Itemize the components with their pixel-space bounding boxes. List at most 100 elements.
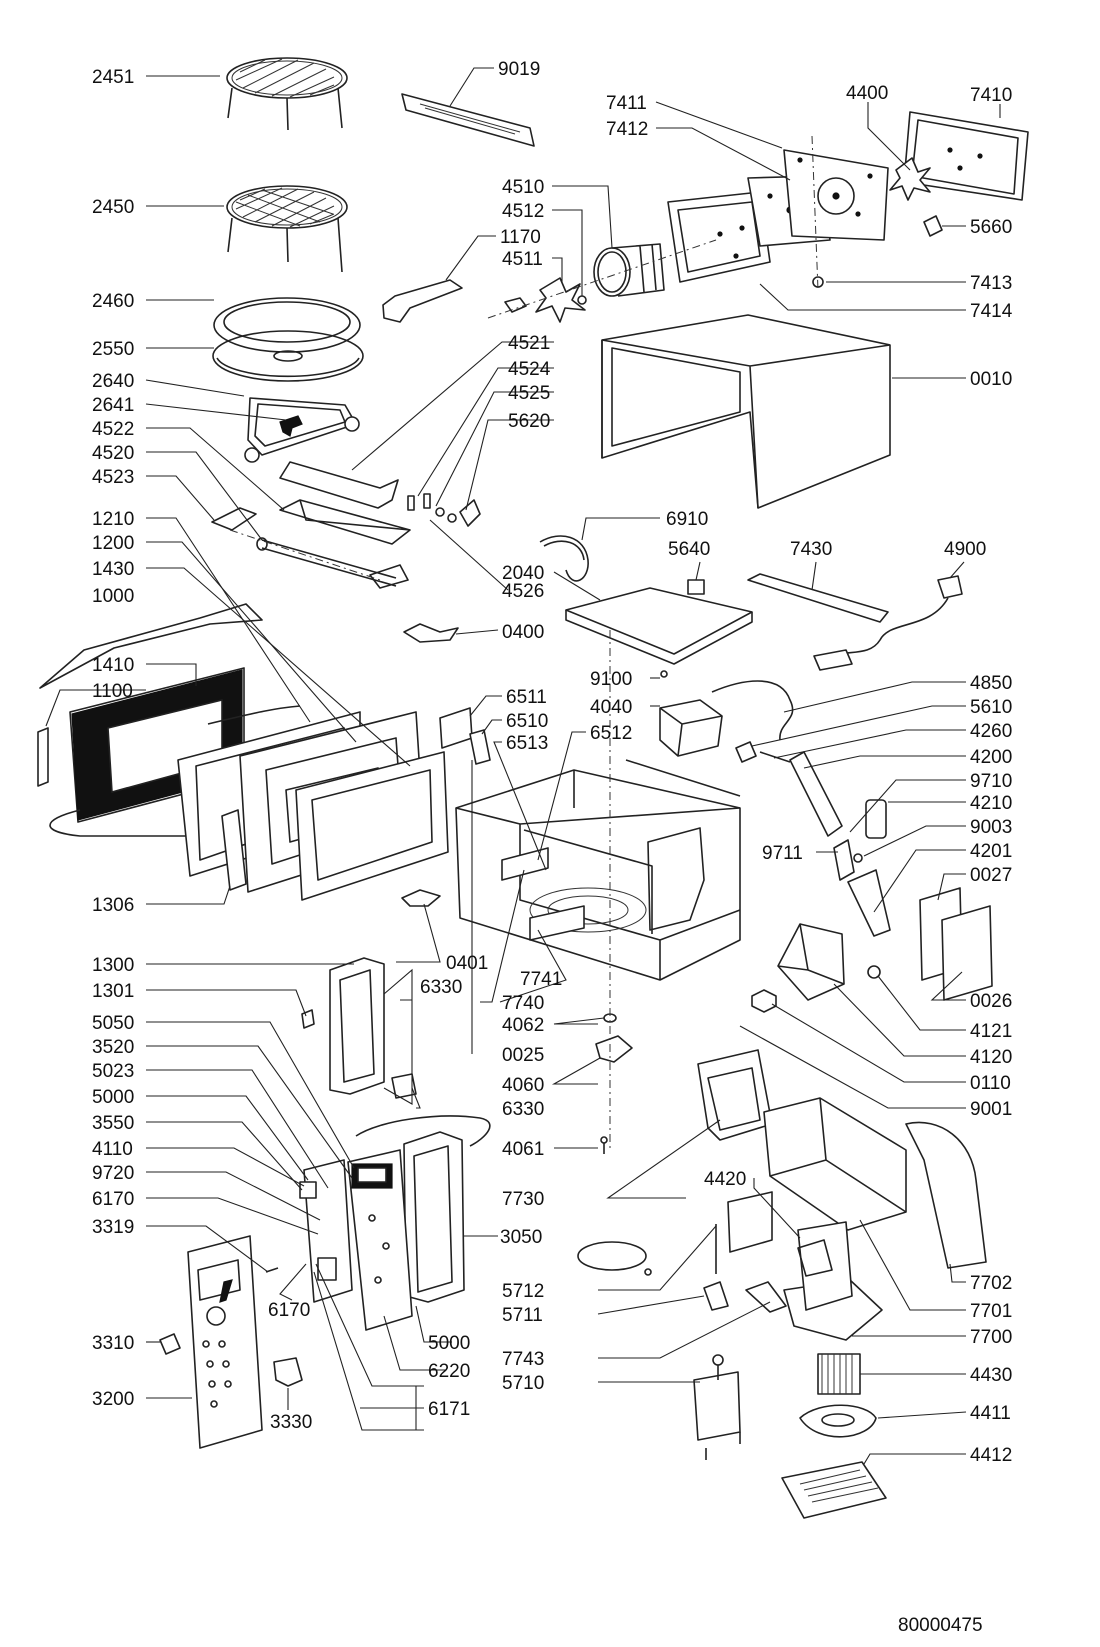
part-number-labels: 2451 2450 2460 2550 2640 2641 4522 4520 … xyxy=(92,59,1013,1636)
part-7743-clip xyxy=(745,1281,787,1313)
label-7743: 7743 xyxy=(502,1349,544,1370)
part-1300-control-bracket xyxy=(329,957,385,1095)
leader-lines xyxy=(45,67,1001,1465)
label-6170-a: 6170 xyxy=(92,1189,134,1210)
part-9711-bracket xyxy=(833,839,855,881)
part-2550-glass-tray xyxy=(212,330,364,382)
label-5023: 5023 xyxy=(92,1061,134,1082)
label-0400: 0400 xyxy=(502,622,544,643)
part-4121-nut xyxy=(867,965,881,979)
label-6220: 6220 xyxy=(428,1361,470,1382)
label-4121: 4121 xyxy=(970,1021,1012,1042)
part-4040-transformer xyxy=(659,699,723,757)
label-6170-b: 6170 xyxy=(268,1300,310,1321)
part-4210-capacitor xyxy=(865,799,887,839)
part-7702-cover xyxy=(905,1121,987,1269)
part-4110-board xyxy=(299,1159,353,1303)
part-4420-window xyxy=(727,1191,773,1253)
label-9711: 9711 xyxy=(762,843,803,864)
part-1430-choke-frame xyxy=(295,751,449,901)
label-0110: 0110 xyxy=(970,1073,1011,1094)
part-6510-switch xyxy=(469,729,491,765)
label-4430: 4430 xyxy=(970,1365,1012,1386)
label-6330-a: 6330 xyxy=(420,977,462,998)
part-7414-plate xyxy=(667,191,771,283)
label-2640: 2640 xyxy=(92,371,134,392)
part-0010-cabinet xyxy=(601,314,891,509)
label-7701: 7701 xyxy=(970,1301,1012,1322)
part-4120-magnetron xyxy=(777,923,845,1001)
label-4120: 4120 xyxy=(970,1047,1012,1068)
label-1430: 1430 xyxy=(92,559,134,580)
part-5710-thermostat xyxy=(693,1354,741,1460)
label-4900: 4900 xyxy=(944,539,986,560)
label-0025: 0025 xyxy=(502,1045,544,1066)
label-4060: 4060 xyxy=(502,1075,544,1096)
label-4521: 4521 xyxy=(508,333,550,354)
assembly-arrow xyxy=(355,1115,491,1147)
label-0010: 0010 xyxy=(970,369,1012,390)
centerline-fan-cover xyxy=(811,135,819,291)
part-4850-cable xyxy=(711,680,794,741)
part-4061-screw xyxy=(600,1136,608,1154)
part-4522-reflector xyxy=(279,499,411,545)
label-4510: 4510 xyxy=(502,177,544,198)
parts-4524-4525-4526-5620-small xyxy=(407,493,481,527)
label-9100: 9100 xyxy=(590,669,632,690)
label-4210: 4210 xyxy=(970,793,1012,814)
label-5712: 5712 xyxy=(502,1281,544,1302)
label-7412: 7412 xyxy=(606,119,648,140)
label-6171: 6171 xyxy=(428,1399,470,1420)
part-4201-holder xyxy=(847,869,891,937)
label-4523: 4523 xyxy=(92,467,134,488)
label-7414: 7414 xyxy=(970,301,1013,322)
part-7430-strip xyxy=(747,573,889,623)
label-1301: 1301 xyxy=(92,981,134,1002)
label-1300: 1300 xyxy=(92,955,134,976)
label-3550: 3550 xyxy=(92,1113,134,1134)
label-9710: 9710 xyxy=(970,771,1012,792)
part-1306-hinge xyxy=(221,809,247,891)
part-4411-gasket xyxy=(799,1404,877,1438)
label-1210: 1210 xyxy=(92,509,134,530)
label-7430: 7430 xyxy=(790,539,832,560)
label-0027: 0027 xyxy=(970,865,1012,886)
label-5640: 5640 xyxy=(668,539,710,560)
part-0025-cavity xyxy=(455,759,741,981)
label-4411: 4411 xyxy=(970,1403,1011,1424)
part-5711-holder xyxy=(703,1224,729,1311)
label-4040: 4040 xyxy=(590,697,632,718)
part-0401-bracket xyxy=(401,889,441,907)
part-4511-fan xyxy=(504,277,587,323)
centerline-heater xyxy=(229,529,381,581)
label-5000-b: 5000 xyxy=(428,1333,470,1354)
label-4062: 4062 xyxy=(502,1015,544,1036)
label-6511: 6511 xyxy=(506,687,547,708)
part-1301-clip xyxy=(301,1009,315,1029)
parts-drawings xyxy=(37,57,1029,1519)
label-4200: 4200 xyxy=(970,747,1012,768)
part-9100-screw xyxy=(660,670,668,678)
label-1306: 1306 xyxy=(92,895,134,916)
part-4200-capacitor xyxy=(789,751,843,837)
label-4511: 4511 xyxy=(502,249,543,270)
part-1000-door-assembly xyxy=(37,603,449,901)
label-4061: 4061 xyxy=(502,1139,544,1160)
label-6330-b: 6330 xyxy=(502,1099,544,1120)
label-0026: 0026 xyxy=(970,991,1012,1012)
label-6510: 6510 xyxy=(506,711,548,732)
part-6330-switch xyxy=(391,1073,417,1099)
part-3050-panel-bracket xyxy=(403,1131,465,1303)
part-4412-filter xyxy=(781,1461,887,1519)
label-9003: 9003 xyxy=(970,817,1012,838)
part-7410-cover xyxy=(903,111,1029,201)
label-6512: 6512 xyxy=(590,723,632,744)
part-4520-heater-element xyxy=(256,537,409,589)
part-4430-fan xyxy=(817,1353,861,1395)
label-6910: 6910 xyxy=(666,509,708,530)
part-3310-knob xyxy=(159,1333,181,1355)
label-4520: 4520 xyxy=(92,443,134,464)
part-2451-wire-rack xyxy=(226,57,348,131)
part-0400-bracket xyxy=(403,623,459,643)
